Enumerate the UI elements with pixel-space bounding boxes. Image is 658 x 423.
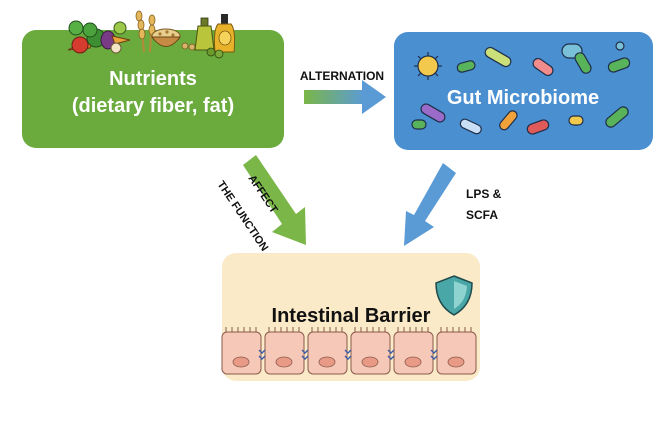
epithelial-cell: [264, 331, 305, 375]
nutrients-subtitle: (dietary fiber, fat): [72, 95, 234, 117]
grain-bowl-icon: [151, 28, 196, 51]
epithelial-cells: [221, 327, 477, 375]
nutrients-title: Nutrients: [109, 68, 197, 90]
alternation-label: ALTERNATION: [300, 69, 384, 83]
bacteria-icon: [411, 41, 631, 135]
lps-arrow: LPS & SCFA: [404, 163, 502, 246]
shield-icon: [435, 275, 473, 316]
epithelial-cell: [307, 331, 348, 375]
wheat-icon: [135, 10, 156, 53]
oil-bottle-icon: [194, 14, 236, 59]
affect-arrow: AFFECT THE FUNCTION: [215, 155, 306, 254]
microbiome-title: Gut Microbiome: [447, 87, 599, 109]
nutrients-box: [22, 30, 284, 148]
epithelial-cell: [393, 331, 434, 375]
barrier-title: Intestinal Barrier: [272, 305, 431, 327]
nutrients-node: Nutrients (dietary fiber, fat): [22, 10, 284, 148]
microbiome-node: Gut Microbiome: [394, 32, 653, 150]
epithelial-cell: [221, 331, 262, 375]
scfa-label: SCFA: [466, 208, 498, 222]
microvilli: [225, 327, 472, 332]
alternation-arrow: ALTERNATION: [300, 69, 386, 114]
tight-junction-icon: [258, 349, 438, 360]
barrier-node: Intestinal Barrier: [221, 253, 480, 381]
lps-label: LPS &: [466, 187, 502, 201]
vegetables-icon: [67, 20, 131, 54]
epithelial-cell: [350, 331, 391, 375]
epithelial-cell: [436, 331, 477, 375]
